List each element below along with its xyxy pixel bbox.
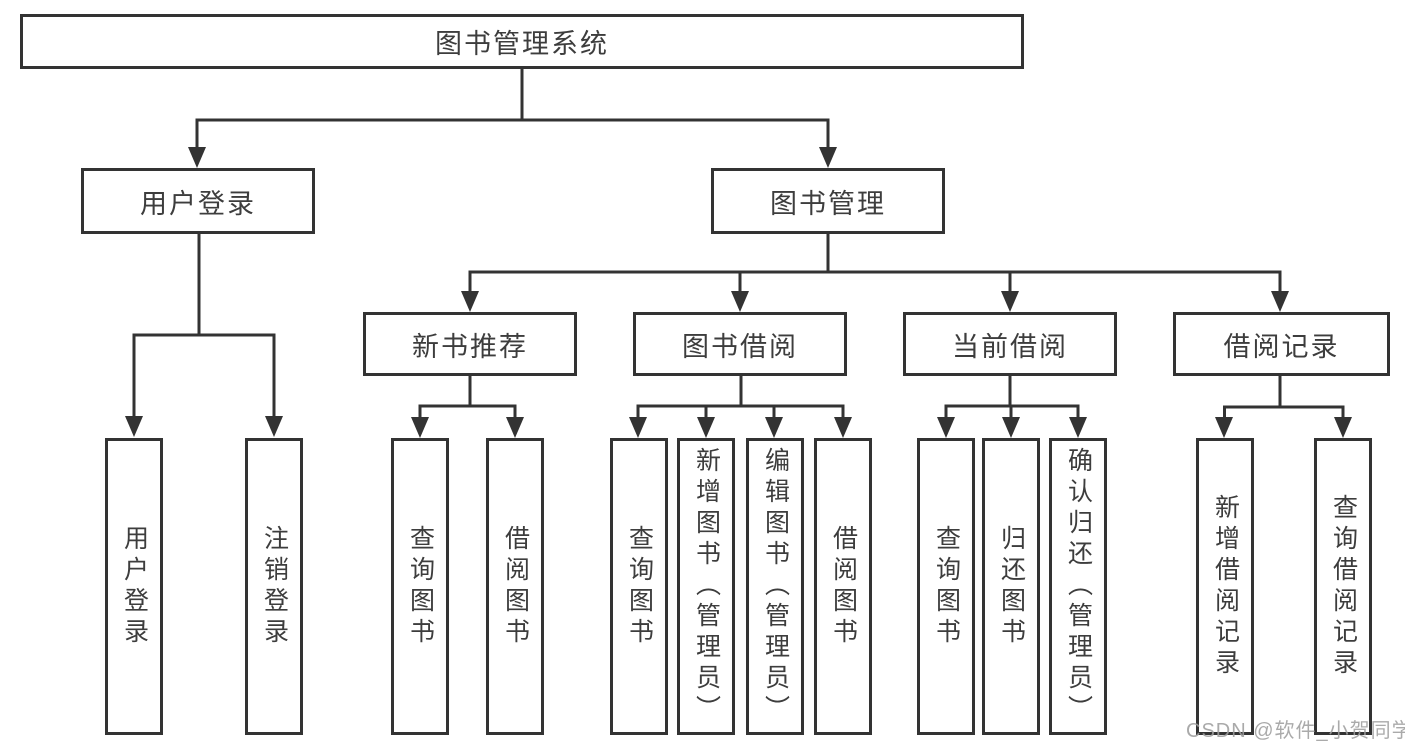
leaf-return-books: 归还图书 [982, 438, 1040, 735]
node-borrow-records: 借阅记录 [1173, 312, 1390, 376]
leaf-confirm-return-admin: 确认归还（管理员） [1049, 438, 1107, 735]
leaf-add-book-admin: 新增图书（管理员） [677, 438, 735, 735]
node-book-borrow: 图书借阅 [633, 312, 847, 376]
leaf-borrow-books: 借阅图书 [814, 438, 872, 735]
arrowhead-icons [125, 147, 1352, 438]
csdn-watermark: CSDN @软件_小贺同学 [1186, 720, 1405, 742]
leaf-edit-book-admin: 编辑图书（管理员） [746, 438, 804, 735]
leaf-query-books-recommend: 查询图书 [391, 438, 449, 735]
node-book-management-group: 图书管理 [711, 168, 945, 234]
node-user-login-group: 用户登录 [81, 168, 315, 234]
leaf-query-books-borrow: 查询图书 [610, 438, 668, 735]
leaf-logout: 注销登录 [245, 438, 303, 735]
node-new-book-recommend: 新书推荐 [363, 312, 577, 376]
node-current-borrow: 当前借阅 [903, 312, 1117, 376]
leaf-query-borrow-record: 查询借阅记录 [1314, 438, 1372, 735]
leaf-user-login: 用户登录 [105, 438, 163, 735]
leaf-query-books-current: 查询图书 [917, 438, 975, 735]
leaf-borrow-books-recommend: 借阅图书 [486, 438, 544, 735]
leaf-add-borrow-record: 新增借阅记录 [1196, 438, 1254, 735]
node-system-root: 图书管理系统 [20, 14, 1024, 69]
